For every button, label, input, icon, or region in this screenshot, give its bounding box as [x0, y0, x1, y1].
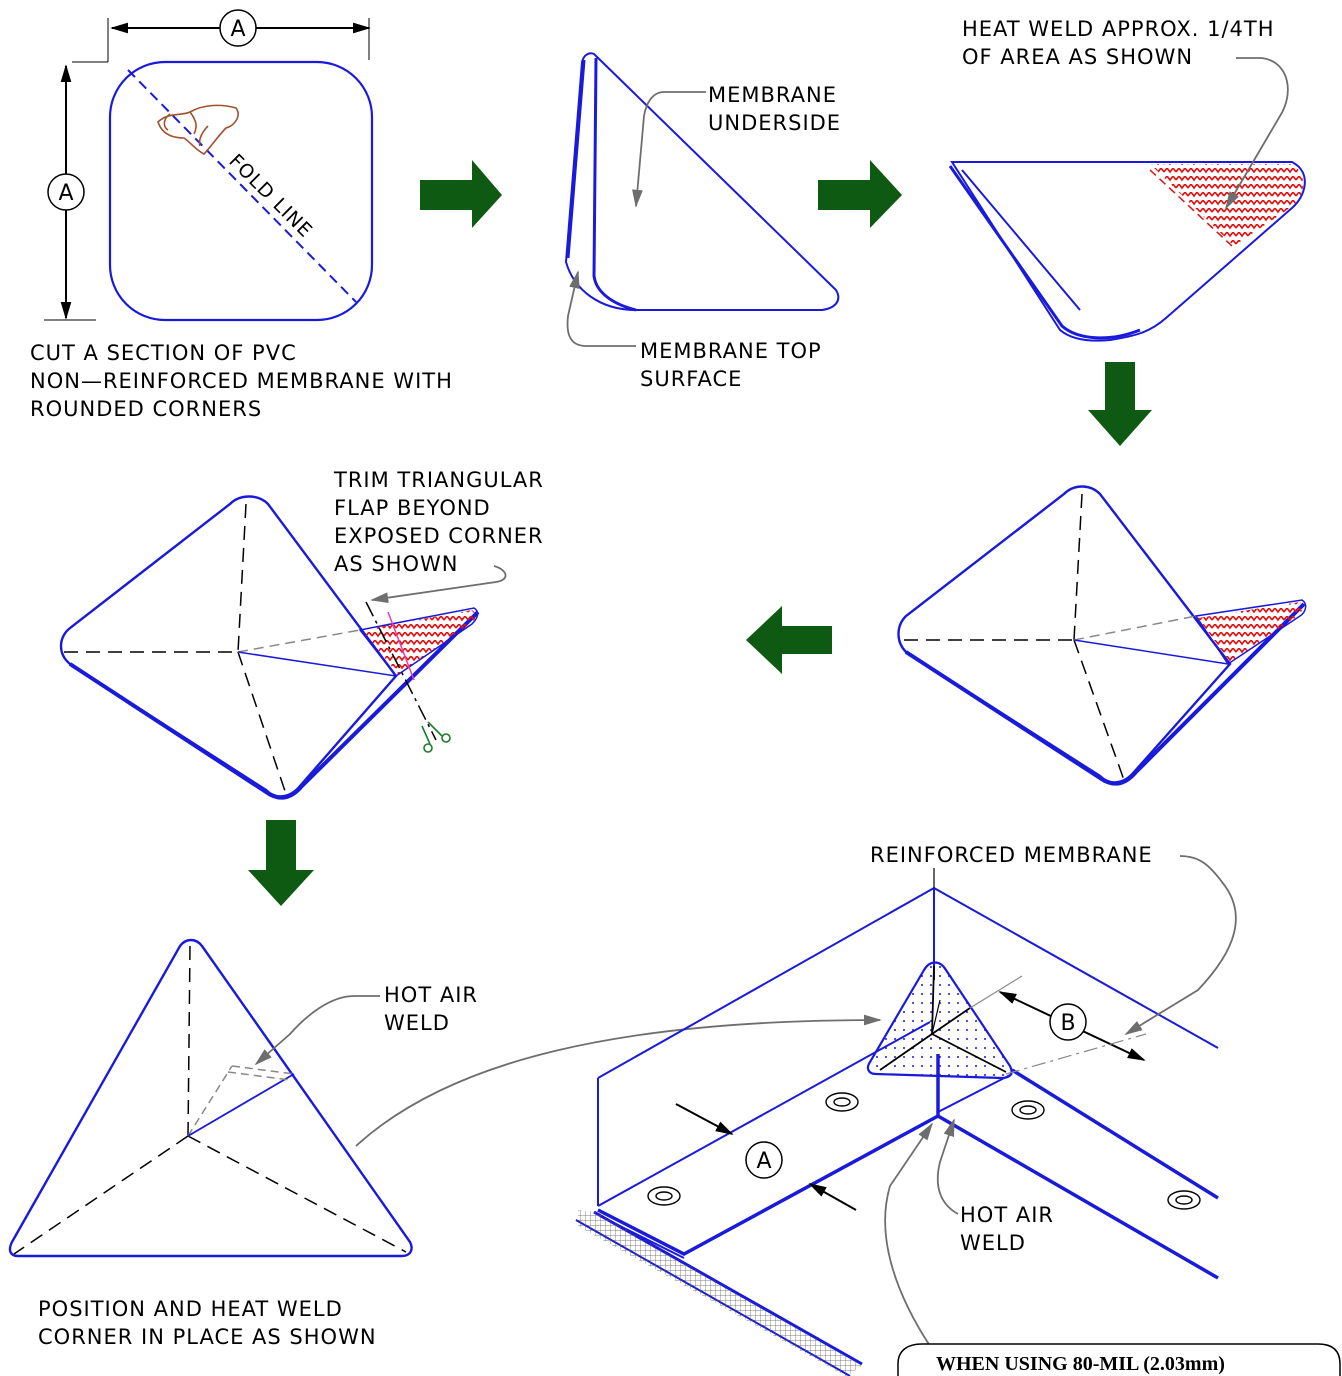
underside-label-2: UNDERSIDE: [708, 111, 841, 135]
top-surface-label-1: MEMBRANE TOP: [640, 339, 822, 363]
flow-arrow-down-1: [1088, 362, 1152, 446]
step6-weld-label-1: HOT AIR: [384, 983, 478, 1007]
dimension-a-side: A: [44, 64, 96, 321]
step6-caption-2: CORNER IN PLACE AS SHOWN: [38, 1325, 377, 1349]
top-surface-label-2: SURFACE: [640, 367, 742, 391]
trim-cut-line: [365, 601, 437, 741]
step4-weld-area: [1198, 602, 1303, 662]
dimension-a-top: A: [72, 9, 371, 63]
scissors-icon: [421, 721, 451, 753]
trim-note-leader: [370, 565, 507, 604]
dim-a-top-label: A: [230, 17, 245, 42]
step6-caption-1: POSITION AND HEAT WELD: [38, 1297, 343, 1321]
step7-weld-label-2: WELD: [960, 1231, 1026, 1255]
note-box-text: WHEN USING 80-MIL (2.03mm): [936, 1353, 1225, 1375]
hand-icon: [157, 104, 239, 155]
dim-b-label: B: [1060, 1011, 1075, 1036]
trim-note-4: AS SHOWN: [334, 552, 459, 576]
step6-corner: [8, 938, 413, 1258]
weld-note-2: OF AREA AS SHOWN: [962, 45, 1193, 69]
step1-caption-3: ROUNDED CORNERS: [30, 397, 262, 421]
step3-weld-area: [1150, 164, 1304, 246]
step7-weld-leader: [936, 1118, 959, 1215]
trim-note-2: FLAP BEYOND: [334, 496, 491, 520]
step7-installation: [575, 886, 1219, 1376]
flow-arrow-right-1: [420, 160, 502, 228]
step7-weld-label-1: HOT AIR: [960, 1203, 1054, 1227]
underside-leader: [632, 91, 706, 208]
step1-membrane-square: [108, 60, 374, 322]
step3-folded-membrane: [948, 161, 1306, 342]
step1-caption-1: CUT A SECTION OF PVC: [30, 341, 297, 365]
step5-weld-area: [362, 610, 476, 674]
dim-a-side-label: A: [58, 181, 73, 206]
trim-edge: [387, 611, 415, 681]
reinforced-leader: [1124, 855, 1237, 1035]
step6-weld-label-2: WELD: [384, 1011, 450, 1035]
fold-line-label: FOLD LINE: [224, 150, 316, 242]
flow-arrow-left-1: [746, 606, 832, 674]
flow-arrow-down-2: [248, 820, 314, 906]
step1-caption-2: NON—REINFORCED MEMBRANE WITH: [30, 369, 453, 393]
dimension-b: B: [969, 975, 1147, 1075]
fasteners: [647, 1092, 1201, 1210]
underside-label-1: MEMBRANE: [708, 83, 837, 107]
step5-pyramid: [59, 495, 480, 800]
dim-a-strip-label: A: [756, 1149, 771, 1174]
note-box-leader: [884, 1122, 934, 1347]
connector-leader: [355, 1014, 882, 1147]
fold-line: [127, 69, 357, 303]
step3-weld-edge: [1149, 169, 1233, 247]
insulation-edge: [578, 1210, 862, 1376]
reinforced-label: REINFORCED MEMBRANE: [870, 843, 1153, 867]
weld-note-leader: [1225, 57, 1289, 210]
step6-weld-leader: [254, 995, 380, 1066]
dimension-a-strip: A: [675, 1103, 857, 1211]
top-surface-leader: [566, 270, 636, 347]
note-box: WHEN USING 80-MIL (2.03mm): [897, 1343, 1341, 1376]
step2-folded-membrane: [564, 52, 840, 312]
reinforcing-corner: [866, 961, 1013, 1080]
step4-pyramid: [897, 485, 1307, 786]
trim-note-3: EXPOSED CORNER: [334, 524, 544, 548]
flow-arrow-right-2: [818, 160, 902, 228]
weld-note-1: HEAT WELD APPROX. 1/4TH: [962, 17, 1275, 41]
trim-note-1: TRIM TRIANGULAR: [333, 468, 544, 492]
